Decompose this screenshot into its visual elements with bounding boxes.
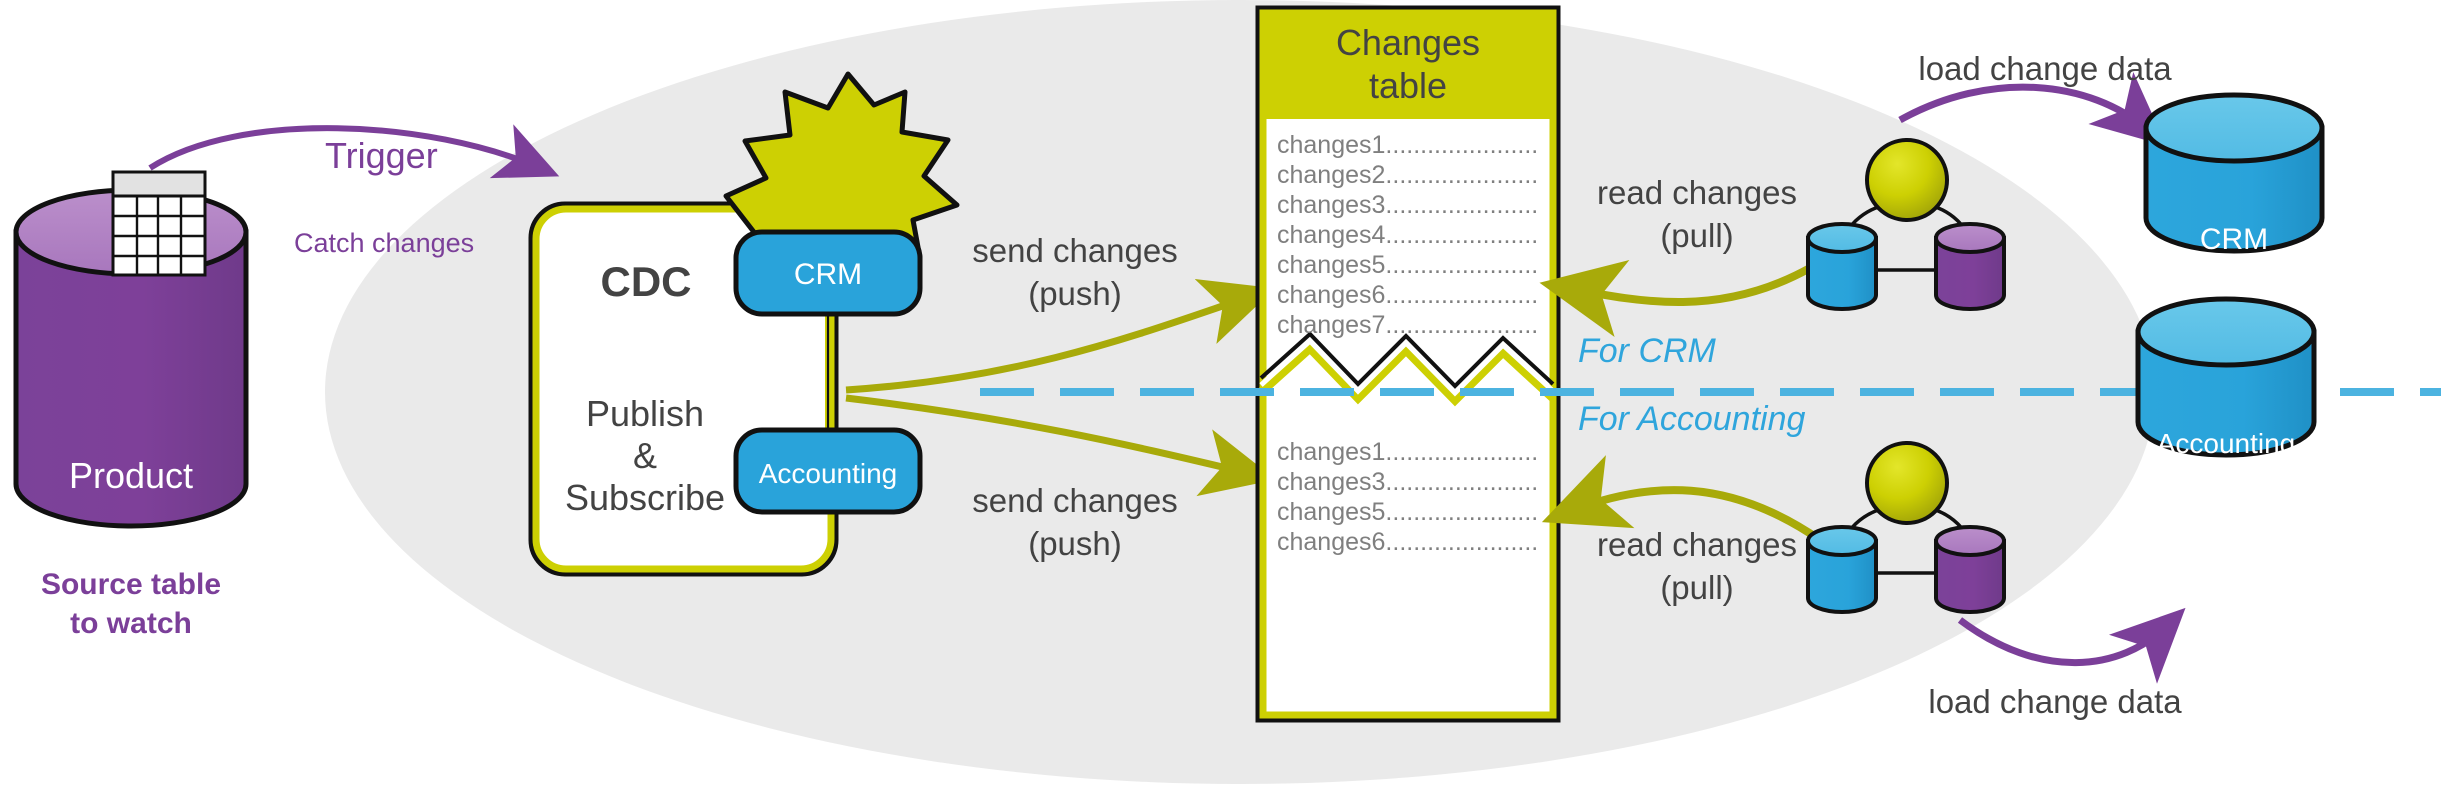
target-label-accounting: Accounting: [2156, 428, 2296, 459]
load-label-accounting: load change data: [1928, 683, 2182, 720]
cdc-subtitle-line1: Publish: [585, 393, 705, 434]
changes-rows-accounting: changes1...................... changes3.…: [1277, 437, 1553, 557]
cluster-node-icon-crm: [1806, 138, 2006, 311]
push-crm-line1: send changes: [972, 232, 1178, 269]
changes-table-header-line1: Changes: [1335, 22, 1481, 63]
target-label-crm: CRM: [2199, 223, 2269, 256]
trigger-sub-label: Catch changes: [294, 228, 475, 258]
push-arrow-accounting: [845, 394, 1276, 497]
load-arrow-accounting: [1957, 607, 2186, 684]
source-caption-line2: to watch: [70, 607, 192, 640]
load-arrow-crm: [1898, 72, 2167, 146]
changes-row: changes6......................: [1277, 528, 1539, 556]
pull-accounting-line2: (pull): [1660, 569, 1734, 606]
load-label-crm: load change data: [1918, 50, 2172, 87]
pull-crm-line1: read changes: [1597, 174, 1797, 211]
target-cylinder-crm: [2143, 92, 2325, 254]
target-cylinder-accounting: [2135, 296, 2317, 458]
grid-table-icon: [111, 170, 207, 277]
changes-row: changes5......................: [1277, 251, 1539, 279]
changes-row: changes1......................: [1277, 131, 1539, 159]
changes-table-header-line2: table: [1368, 65, 1448, 106]
push-crm-line2: (push): [1028, 275, 1122, 312]
trigger-arrow: [148, 124, 560, 179]
source-caption-line1: Source table: [40, 568, 222, 601]
pull-crm-line2: (pull): [1660, 217, 1734, 254]
changes-row: changes1......................: [1277, 438, 1539, 466]
pull-arrow-accounting: [1541, 455, 1823, 544]
changes-row: changes5......................: [1277, 498, 1539, 526]
changes-row: changes3......................: [1277, 191, 1539, 219]
partition-label-crm: For CRM: [1578, 332, 1716, 370]
pull-accounting-line1: read changes: [1597, 526, 1797, 563]
push-accounting-line2: (push): [1028, 525, 1122, 562]
changes-table-shape: [1255, 5, 1561, 723]
subscriber-accounting-label[interactable]: Accounting: [758, 458, 898, 489]
changes-rows-crm: changes1...................... changes2.…: [1277, 130, 1553, 340]
push-arrow-crm: [845, 278, 1276, 394]
cdc-title: CDC: [600, 258, 692, 305]
subscriber-crm-box: [733, 229, 923, 317]
cluster-node-icon-accounting: [1806, 441, 2006, 614]
partition-label-accounting: For Accounting: [1578, 400, 1806, 438]
subscriber-accounting-box: [733, 427, 923, 515]
torn-zigzag-divider: [1257, 331, 1557, 407]
pull-arrow-crm: [1539, 260, 1812, 338]
changes-row: changes2......................: [1277, 161, 1539, 189]
trigger-label: Trigger: [325, 135, 438, 176]
subscriber-crm-label[interactable]: CRM: [793, 258, 863, 291]
changes-row: changes7......................: [1277, 311, 1539, 339]
changes-row: changes6......................: [1277, 281, 1539, 309]
source-cylinder-label: Product: [68, 455, 194, 496]
changes-row: changes4......................: [1277, 221, 1539, 249]
cdc-subtitle-line2: &: [632, 435, 657, 476]
push-accounting-line1: send changes: [972, 482, 1178, 519]
changes-row: changes3......................: [1277, 468, 1539, 496]
cdc-subtitle-line3: Subscribe: [564, 477, 726, 518]
